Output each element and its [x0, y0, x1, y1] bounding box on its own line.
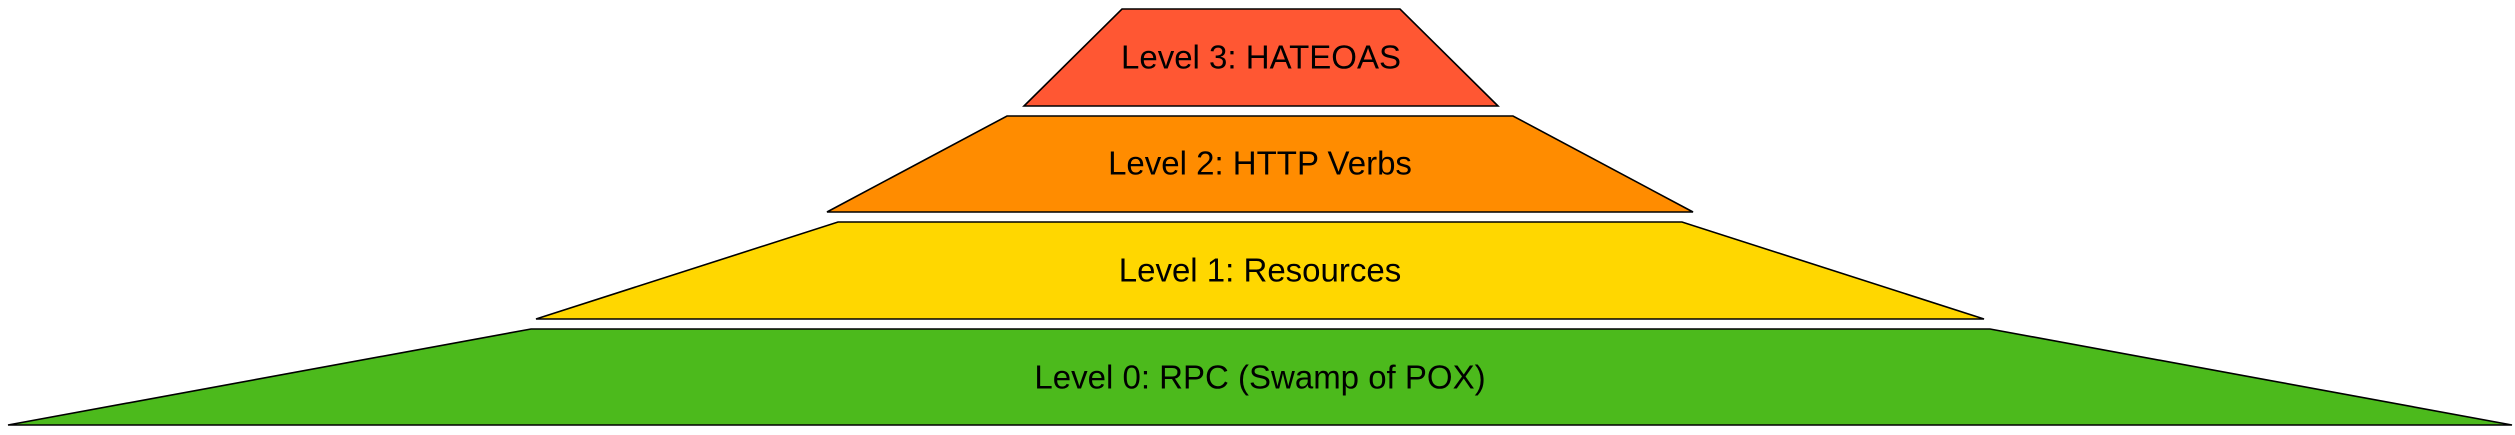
level-1-label: Level 1: Resources: [1119, 252, 1401, 289]
level-3-label: Level 3: HATEOAS: [1121, 39, 1401, 76]
level-2-tier: Level 2: HTTP Verbs: [826, 115, 1694, 213]
level-3-tier: Level 3: HATEOAS: [1022, 8, 1500, 107]
level-0-tier: Level 0: RPC (Swamp of POX): [7, 328, 2513, 426]
level-0-label: Level 0: RPC (Swamp of POX): [1034, 359, 1485, 396]
level-1-tier: Level 1: Resources: [535, 221, 1985, 320]
level-1-shape: [535, 221, 1985, 320]
level-2-shape: [826, 115, 1694, 213]
level-0-shape: [7, 328, 2513, 426]
level-3-shape: [1022, 8, 1500, 107]
level-2-label: Level 2: HTTP Verbs: [1108, 145, 1412, 182]
